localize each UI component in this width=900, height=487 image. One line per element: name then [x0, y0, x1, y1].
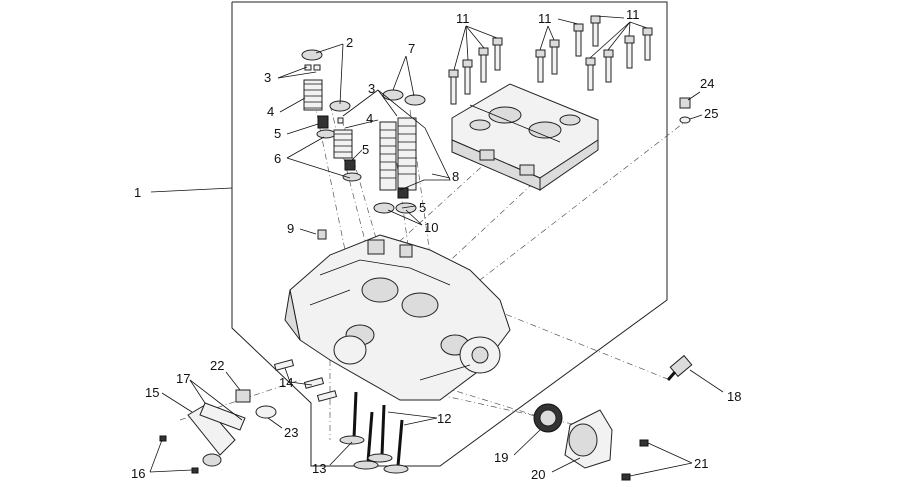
callout-6: 6	[274, 151, 281, 166]
valve-icon	[339, 391, 409, 474]
valve-spring-icon	[301, 49, 362, 182]
callout-5: 5	[362, 142, 369, 157]
bolt-icon	[478, 47, 489, 83]
callout-1: 1	[134, 185, 141, 200]
callout-8: 8	[452, 169, 459, 184]
dowel-pins-14	[273, 359, 338, 402]
callout-14: 14	[279, 375, 293, 390]
callout-9: 9	[287, 221, 294, 236]
callout-13: 13	[312, 461, 326, 476]
callout-15: 15	[145, 385, 159, 400]
bolt-icon	[492, 37, 503, 71]
plug-24-25	[679, 97, 691, 124]
callout-18: 18	[727, 389, 741, 404]
bolt-icon	[448, 69, 459, 105]
thermostat-icon	[533, 403, 613, 469]
callout-3: 3	[264, 70, 271, 85]
bolt-icon	[590, 15, 601, 47]
callout-4: 4	[366, 111, 373, 126]
callout-11: 11	[538, 11, 552, 26]
callout-2: 2	[346, 35, 353, 50]
callout-11: 11	[456, 11, 470, 26]
bolt-icon	[585, 57, 596, 91]
coolant-fitting-group	[159, 389, 277, 474]
cylinder-head-icon	[284, 234, 511, 401]
callout-5: 5	[274, 126, 281, 141]
callout-16: 16	[131, 466, 145, 481]
valve-spring-icon	[373, 89, 426, 214]
callout-20: 20	[531, 467, 545, 482]
callout-17: 17	[176, 371, 190, 386]
callout-labels: 1 2 3 3 4 4 5 5 5 6 7 8 9 10 11 11 11 12…	[131, 7, 741, 482]
dowel-pin-9	[317, 229, 327, 240]
callout-22: 22	[210, 358, 224, 373]
callout-7: 7	[408, 41, 415, 56]
callout-12: 12	[437, 411, 451, 426]
callout-11: 11	[626, 7, 640, 22]
bolt-icon	[535, 49, 546, 83]
callout-23: 23	[284, 425, 298, 440]
callout-19: 19	[494, 450, 508, 465]
callout-4: 4	[267, 104, 274, 119]
bolt-icon	[573, 23, 584, 57]
bolt-icon	[549, 39, 560, 75]
camshaft-carrier-icon	[451, 83, 599, 191]
callout-10: 10	[424, 220, 438, 235]
callout-24: 24	[700, 76, 714, 91]
callout-5: 5	[419, 200, 426, 215]
leader-lines	[149, 15, 724, 477]
callout-3: 3	[368, 81, 375, 96]
callout-25: 25	[704, 106, 718, 121]
callout-21: 21	[694, 456, 708, 471]
temperature-sensor-icon	[666, 354, 693, 381]
bolt-icon	[603, 49, 614, 83]
bolt-group-11	[448, 15, 653, 105]
bolt-icon	[624, 35, 635, 69]
bolt-icon	[642, 27, 653, 61]
bolt-icon	[462, 59, 473, 95]
bolt-icon	[621, 439, 649, 481]
